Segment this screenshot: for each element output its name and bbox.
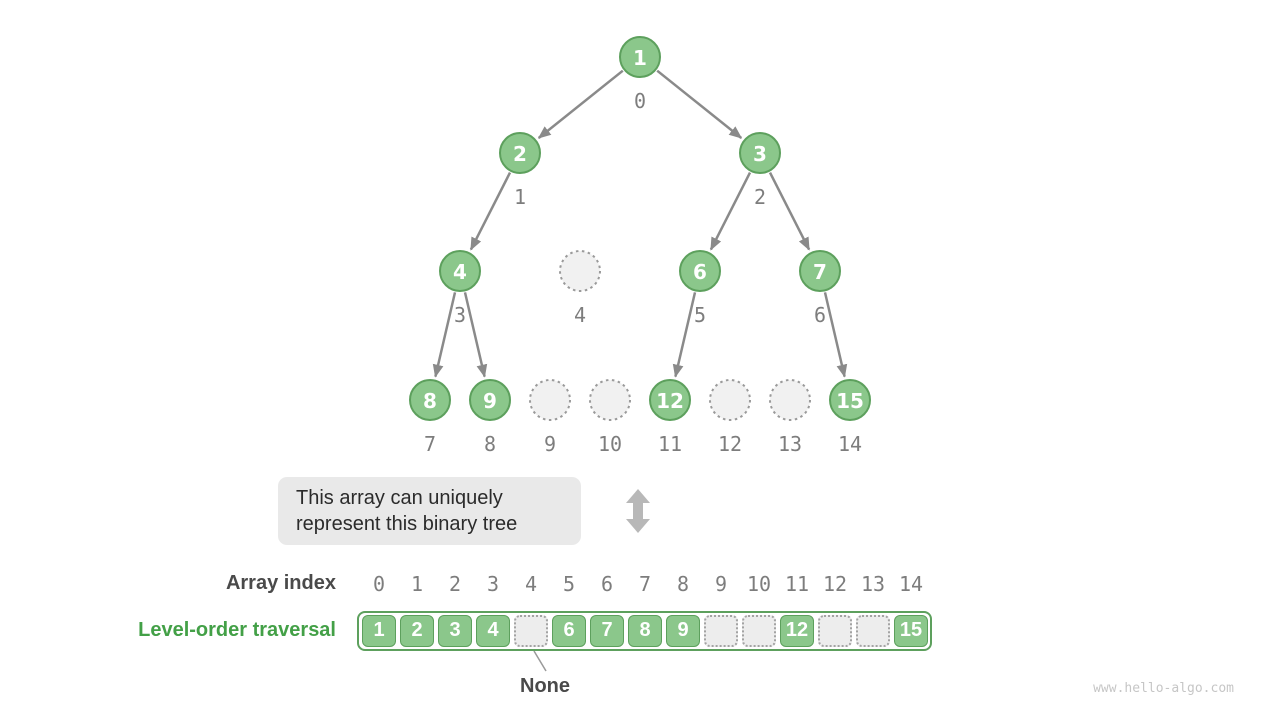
array-index-number: 2	[448, 572, 462, 596]
tree-node-value: 7	[813, 260, 827, 284]
tree-node-index: 2	[754, 185, 766, 209]
tree-node	[829, 379, 871, 421]
array-index-number: 14	[898, 572, 924, 596]
array-cell-none	[704, 615, 738, 647]
array-cell: 8	[628, 615, 662, 647]
tree-node-index: 9	[544, 432, 556, 456]
tree-edge	[672, 292, 697, 378]
tree-node	[739, 132, 781, 174]
callout-box: This array can uniquely represent this b…	[278, 477, 581, 545]
tree-node-index: 4	[574, 303, 586, 327]
array-index-number: 6	[600, 572, 614, 596]
tree-edge	[656, 69, 743, 139]
tree-node-index: 14	[838, 432, 862, 456]
tree-node	[649, 379, 691, 421]
array-cell-none	[742, 615, 776, 647]
tree-node-value: 4	[453, 260, 467, 284]
level-order-traversal-label: Level-order traversal	[138, 619, 336, 641]
array-index-number: 3	[486, 572, 500, 596]
none-label: None	[520, 675, 570, 697]
array-cell-none	[818, 615, 852, 647]
callout-line1: This array can uniquely	[296, 487, 503, 509]
array-cell: 2	[400, 615, 434, 647]
tree-node-index: 7	[424, 432, 436, 456]
array-index-number: 11	[784, 572, 810, 596]
none-pointer-line	[533, 650, 547, 672]
array-cell: 7	[590, 615, 624, 647]
array-index-number: 7	[638, 572, 652, 596]
watermark: www.hello-algo.com	[1093, 681, 1234, 696]
array-cell-none	[514, 615, 548, 647]
tree-node-index: 11	[658, 432, 682, 456]
tree-edge	[823, 292, 848, 378]
array-cell: 4	[476, 615, 510, 647]
array-index-label: Array index	[225, 572, 336, 594]
array-cell: 1	[362, 615, 396, 647]
tree-node-value: 15	[836, 389, 864, 413]
tree-edge	[463, 292, 488, 378]
tree-node-index: 3	[454, 303, 466, 327]
tree-edge	[432, 292, 457, 378]
tree-node	[469, 379, 511, 421]
tree-node-value: 9	[483, 389, 497, 413]
array-index-number: 5	[562, 572, 576, 596]
tree-node-empty	[559, 250, 601, 292]
array-cell: 9	[666, 615, 700, 647]
tree-node-empty	[709, 379, 751, 421]
tree-node-index: 1	[514, 185, 526, 209]
up-down-arrow-icon	[626, 489, 650, 533]
array-cell-none	[856, 615, 890, 647]
tree-node	[799, 250, 841, 292]
tree-edge	[768, 172, 811, 251]
tree-node	[679, 250, 721, 292]
array-outline	[357, 611, 932, 651]
tree-node	[499, 132, 541, 174]
tree-node-index: 0	[634, 89, 646, 113]
tree-node-value: 12	[656, 389, 684, 413]
tree-node-empty	[589, 379, 631, 421]
tree-node	[409, 379, 451, 421]
tree-edge	[537, 69, 624, 139]
array-index-number: 4	[524, 572, 538, 596]
array-index-number: 12	[822, 572, 848, 596]
array-cell: 6	[552, 615, 586, 647]
tree-node	[619, 36, 661, 78]
callout-line2: represent this binary tree	[296, 513, 518, 535]
tree-node-index: 13	[778, 432, 802, 456]
array-cell: 15	[894, 615, 928, 647]
array-index-number: 0	[372, 572, 386, 596]
tree-node	[439, 250, 481, 292]
tree-node-index: 6	[814, 303, 826, 327]
tree-node-empty	[769, 379, 811, 421]
tree-node-index: 8	[484, 432, 496, 456]
tree-node-index: 12	[718, 432, 742, 456]
array-index-number: 1	[410, 572, 424, 596]
tree-node-value: 2	[513, 142, 527, 166]
tree-node-value: 8	[423, 389, 437, 413]
tree-node-empty	[529, 379, 571, 421]
array-index-number: 8	[676, 572, 690, 596]
array-index-number: 9	[714, 572, 728, 596]
tree-edge	[469, 172, 512, 251]
tree-node-value: 1	[633, 46, 647, 70]
tree-edges	[432, 69, 848, 378]
array-cell: 3	[438, 615, 472, 647]
tree-edge	[709, 172, 752, 251]
array-index-number: 10	[746, 572, 772, 596]
tree-node-index: 5	[694, 303, 706, 327]
tree-node-index: 10	[598, 432, 622, 456]
tree-node-value: 3	[753, 142, 767, 166]
tree-node-value: 6	[693, 260, 707, 284]
array-cell: 12	[780, 615, 814, 647]
array-index-number: 13	[860, 572, 886, 596]
